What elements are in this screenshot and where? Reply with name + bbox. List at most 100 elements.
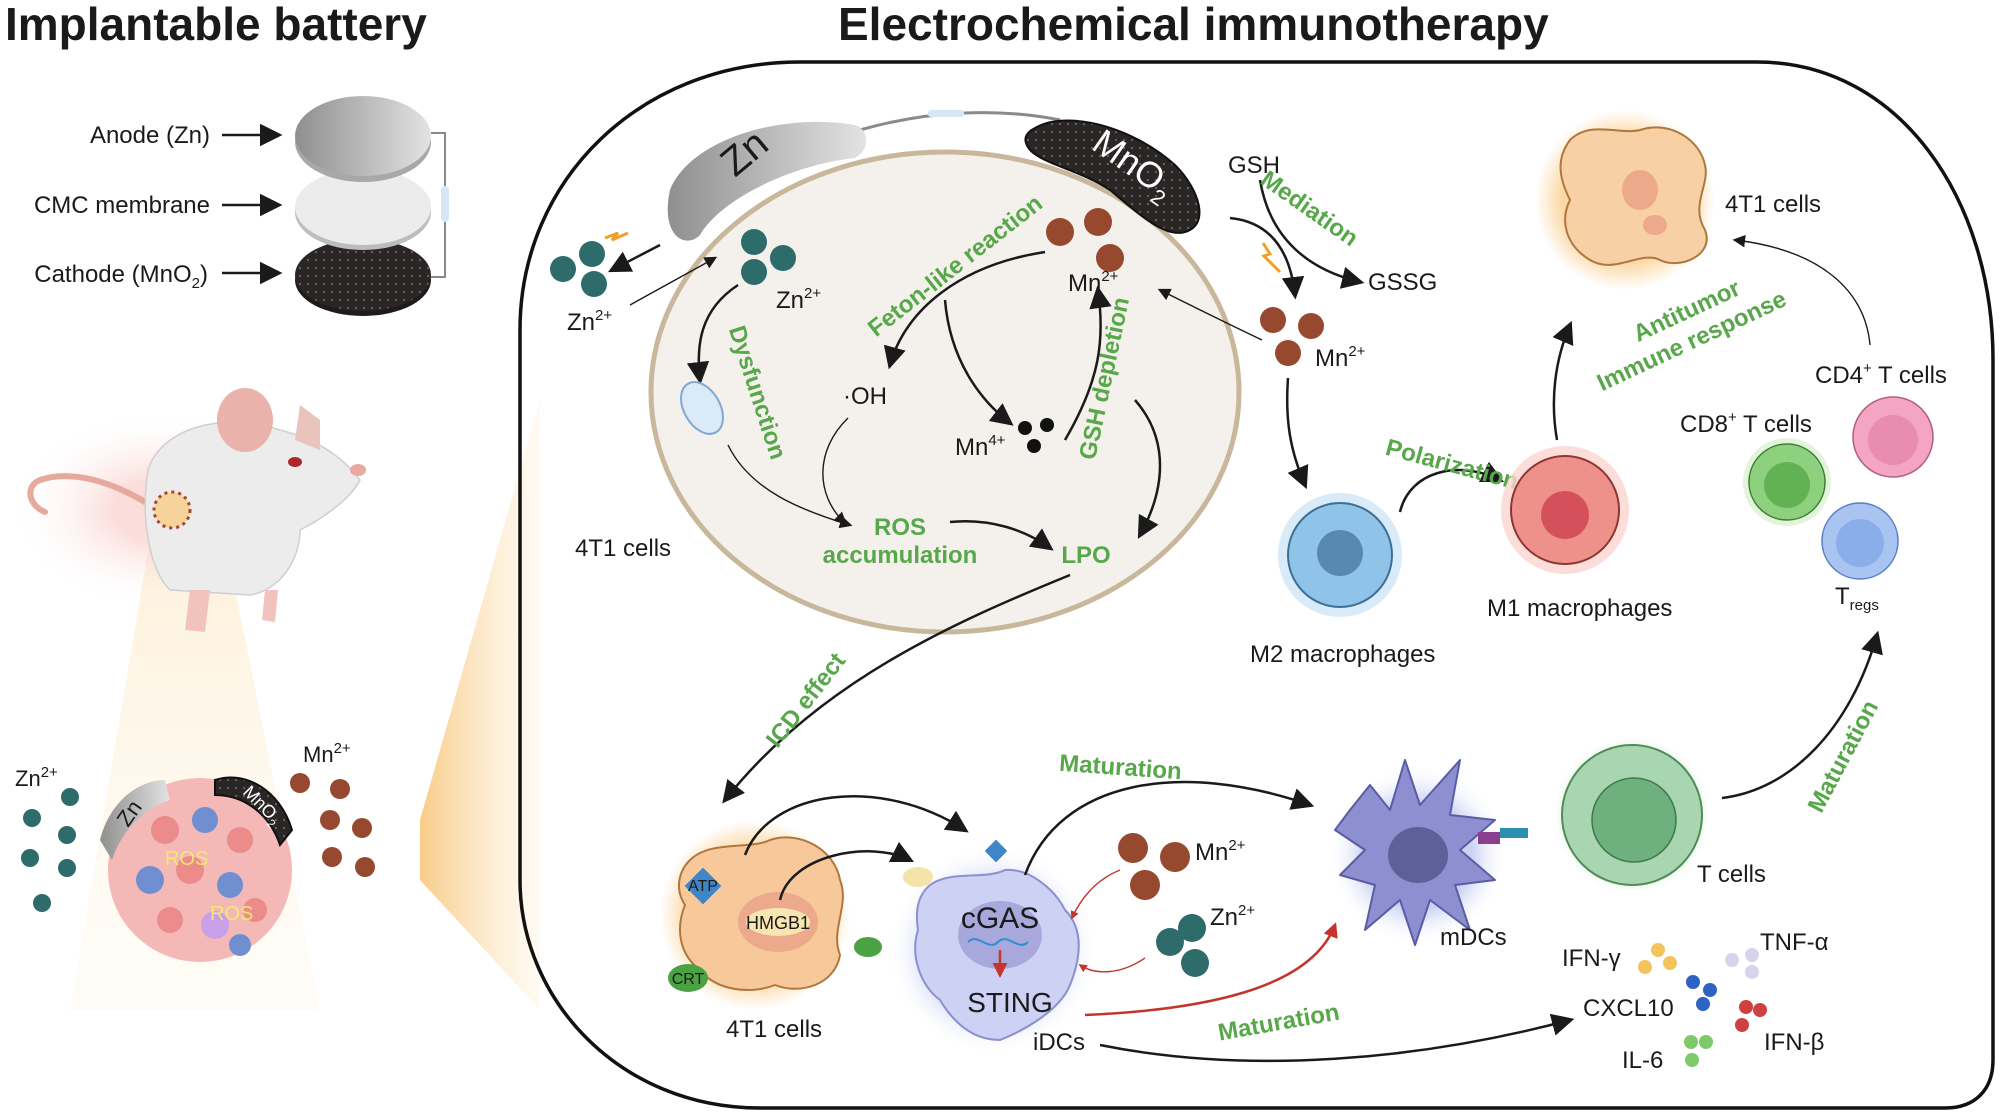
ifn-beta-particles	[1735, 1000, 1767, 1032]
cytokine-cluster	[1638, 943, 1767, 1067]
treg-cell	[1821, 502, 1899, 580]
idc-to-cytokines-arrow	[1099, 1013, 1575, 1063]
mouse-hindleg	[185, 590, 210, 632]
therapy-panel-border	[518, 60, 1995, 1110]
crt-label: CRT	[672, 971, 705, 988]
mouse-eye	[288, 457, 302, 467]
mouse-implant-site	[152, 490, 192, 530]
cathode-label: Cathode (MnO2)	[34, 261, 208, 292]
maturation-bottom-label: Maturation	[1216, 999, 1341, 1047]
zn-ions-inside	[741, 229, 796, 285]
membrane-label: CMC membrane	[34, 192, 210, 219]
il6-particles	[1684, 1035, 1713, 1067]
inset-ros-text-2: ROS	[210, 903, 253, 925]
inset-mn-ions	[290, 773, 375, 877]
maturation-red-arrow	[1084, 922, 1338, 1017]
tumor-cell-icd	[660, 820, 882, 1010]
treg-label: Tregs	[1835, 583, 1879, 614]
ros-to-lpo-arrow	[949, 520, 1054, 551]
mouse-tail	[27, 473, 153, 515]
gssg-label: GSSG	[1368, 269, 1437, 296]
mouse-ear-left	[217, 388, 273, 452]
il6-label: IL-6	[1622, 1047, 1663, 1074]
ifn-gamma-label: IFN-γ	[1562, 945, 1621, 972]
sting-label: STING	[967, 987, 1053, 1018]
mn4-to-mn2-arrow	[1063, 285, 1112, 441]
idc-to-mdc-arrow	[1023, 780, 1315, 876]
t-cells-label: T cells	[1697, 861, 1766, 888]
zn-ions-outside	[550, 241, 607, 297]
fenton-to-oh-arrow	[883, 250, 1046, 370]
zoom-beam-panel	[420, 400, 540, 1010]
m2-label: M2 macrophages	[1250, 641, 1435, 668]
tcells-to-tumor-arrow	[1732, 234, 1871, 346]
m2-macrophage	[1278, 493, 1402, 617]
gsh-to-gssg-arrow	[1258, 179, 1365, 289]
cd4-t-cell	[1852, 396, 1934, 478]
tumor-cell-large	[648, 149, 1242, 635]
left-title: Implantable battery	[5, 0, 427, 50]
hmgb1-to-idc-arrow	[778, 841, 915, 901]
tumor-top-label: 4T1 cells	[1725, 191, 1821, 218]
cd4-label: CD4+ T cells	[1815, 360, 1947, 389]
mn-outside-label: Mn2+	[1315, 343, 1366, 372]
tumor-inset: Zn2+ Mn2+ ROS ROS Zn MnO2	[15, 740, 375, 962]
mediation-label: Mediation	[1256, 166, 1363, 252]
zn-release-arrow	[608, 243, 661, 273]
inset-mno2-electrode	[214, 776, 294, 848]
ifn-gamma-particles	[1638, 943, 1677, 974]
zn-outside-label: Zn2+	[567, 307, 612, 336]
inset-tumor-cells	[136, 807, 267, 956]
mn-to-cgas-arrow	[1070, 869, 1121, 920]
mouse-illustration	[10, 388, 366, 632]
inset-ros-text: ROS	[165, 848, 208, 870]
hmgb1-label: HMGB1	[746, 913, 810, 933]
zn-to-mito-arrow	[686, 283, 739, 385]
battery-stack: Anode (Zn) CMC membrane Cathode (MnO2)	[34, 96, 449, 316]
zn-dc-label: Zn2+	[1210, 902, 1255, 931]
mn4-label: Mn4+	[955, 432, 1006, 461]
zn-electrode: Zn	[667, 121, 867, 241]
inset-zn-ions	[21, 788, 79, 912]
wire-resistor	[928, 110, 964, 117]
gsh-label: GSH	[1228, 152, 1280, 179]
spark-icon-left	[604, 231, 629, 242]
t-cell	[1552, 735, 1712, 895]
icd-effect-label: ICD effect	[761, 648, 851, 753]
gsh-to-lpo-arrow	[1134, 399, 1162, 539]
to-mn4-arrow	[943, 299, 1014, 426]
ros-label: ROS	[874, 514, 926, 541]
mn-ions-dc	[1118, 833, 1190, 900]
zn-influx-arrow	[629, 256, 718, 306]
immature-dc	[888, 839, 1098, 1055]
mouse-nose	[350, 464, 366, 476]
mito-to-ros-arrow	[727, 444, 853, 529]
dna-icon	[967, 938, 1029, 946]
cxcl10-particles	[1686, 975, 1717, 1011]
atp-to-idc-arrow	[743, 795, 969, 856]
right-title: Electrochemical immunotherapy	[838, 0, 1549, 50]
spark-icon-right	[1261, 242, 1282, 274]
mn-inside-label: Mn2+	[1068, 268, 1119, 297]
tumor-cells-dead	[1535, 110, 1715, 290]
cathode-disc	[295, 239, 431, 311]
m1-to-tumor-arrow	[1552, 320, 1574, 441]
inset-mn-label: Mn2+	[303, 740, 351, 767]
cd8-label: CD8+ T cells	[1680, 409, 1812, 438]
cxcl10-label: CXCL10	[1583, 995, 1674, 1022]
mitochondria-icon	[680, 381, 724, 435]
m1-label: M1 macrophages	[1487, 595, 1672, 622]
zn-inside-label: Zn2+	[776, 285, 821, 314]
polarization-label: Polarization	[1383, 434, 1521, 495]
oh-to-ros-arrow	[822, 417, 849, 525]
maturation-top-label: Maturation	[1058, 750, 1182, 785]
mouse-ear-right	[295, 405, 320, 450]
anode-disc	[295, 96, 431, 176]
battery-resistor	[441, 186, 449, 222]
m1-macrophage	[1501, 446, 1629, 574]
inset-zn-label: Zn2+	[15, 764, 58, 791]
membrane-disc	[295, 169, 431, 245]
zn-to-sting-arrow	[1078, 957, 1146, 973]
cd8-t-cell	[1743, 438, 1831, 526]
mature-dc	[1328, 759, 1528, 946]
